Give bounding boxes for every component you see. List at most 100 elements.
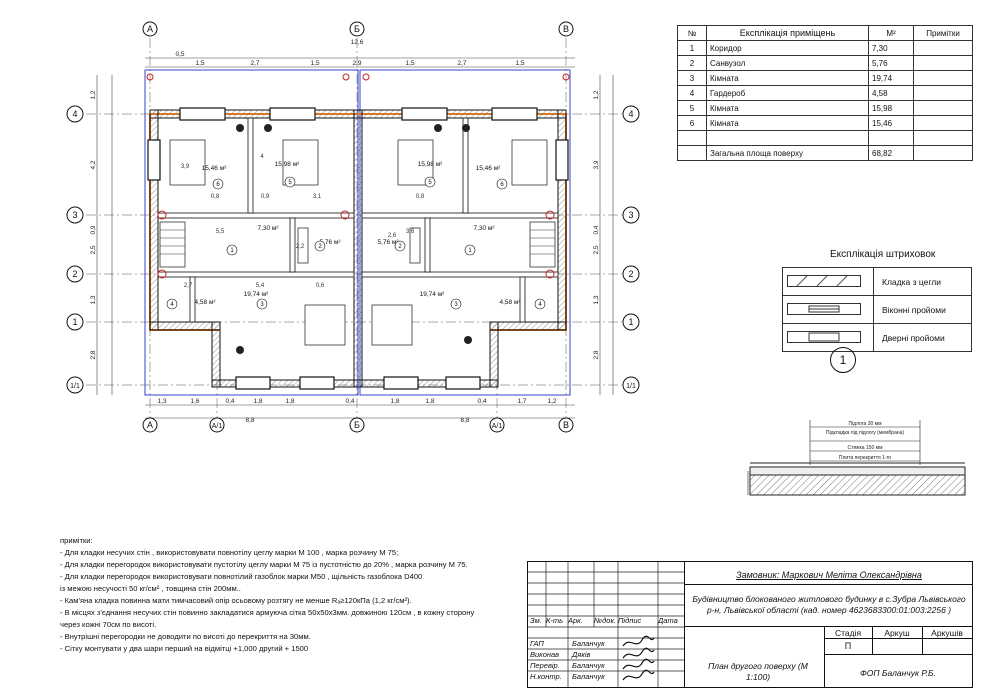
room-number: 3 — [454, 302, 458, 308]
section-layer-1: Підлога 30 мм — [848, 421, 882, 427]
room-area: 15,98 м² — [418, 161, 444, 168]
row-name: Кімната — [706, 115, 869, 131]
rooms-col-no: № — [677, 25, 707, 41]
role-norm: Н.контр. — [530, 672, 562, 681]
company-name: ФОП Баланчук Р.Б. — [860, 668, 936, 678]
floor-section-detail: Підлога 30 мм Підкладка під підлогу (мем… — [747, 420, 966, 496]
room-area: 4,58 м² — [194, 299, 216, 306]
dim-bot1: 0,4 — [345, 398, 354, 405]
room-number: 5 — [288, 180, 292, 186]
rev-col-doc: №док. — [594, 616, 617, 625]
axis-left-2: 3 — [72, 210, 77, 220]
axis-bottom-1: А — [147, 420, 153, 430]
dim-bot1: 0,4 — [225, 398, 234, 405]
dim-right: 2,5 — [593, 245, 600, 254]
room-number: 2 — [398, 244, 402, 250]
axis-bottom-4: А/1 — [492, 423, 503, 430]
axis-right-2: 3 — [628, 210, 633, 220]
dim-bot1: 0,4 — [477, 398, 486, 405]
room-number: 1 — [468, 248, 472, 254]
inner-dim: 3,1 — [313, 194, 322, 200]
hatch-label-brick: Кладка з цегли — [873, 267, 972, 296]
axis-right-5: 1/1 — [626, 383, 636, 390]
axis-top-b: Б — [354, 24, 360, 34]
axis-left-5: 1/1 — [70, 383, 80, 390]
note-line: - В місцях з'єднання несучих стін повинн… — [60, 608, 475, 617]
person-gap: Баланчук — [572, 639, 605, 648]
room-number: 5 — [428, 180, 432, 186]
dim-right: 3,9 — [593, 160, 600, 169]
room-area: 19,74 м² — [420, 291, 446, 298]
dim-left: 1,2 — [90, 90, 97, 99]
axis-top-a: А — [147, 24, 153, 34]
person-check: Баланчук — [572, 661, 605, 670]
rev-col-ark: Арк. — [568, 616, 583, 625]
room-number: 3 — [260, 302, 264, 308]
hatch-label-door: Дверні пройоми — [873, 323, 972, 352]
table-total-row: Загальна площа поверху 68,82 — [677, 145, 973, 161]
stage-header: Стадія — [834, 628, 862, 638]
sheets-header: Аркушів — [931, 628, 963, 638]
room-number: 2 — [318, 244, 322, 250]
inner-dim: 0,8 — [416, 194, 425, 200]
row-area: 19,74 — [868, 70, 914, 86]
note-line: - Для кладки перегородок використовувати… — [60, 572, 423, 581]
note-line: - Кам'яна кладка повинна мати тимчасовий… — [60, 596, 412, 605]
dim-left: 4,2 — [90, 160, 97, 169]
inner-dim: 2,2 — [296, 244, 305, 250]
row-name: Кімната — [706, 70, 869, 86]
dim-bot1: 1,8 — [253, 398, 262, 405]
stage-value: П — [844, 641, 852, 651]
brick-hatch-icon — [787, 274, 861, 287]
window-hatch-icon — [787, 302, 861, 315]
table-row: 4 Гардероб 4,58 — [677, 85, 973, 101]
role-check: Перевір. — [530, 661, 560, 670]
note-line: - Сітку монтувати у два шари перший на в… — [60, 644, 309, 653]
note-line: із межою несучості 50 кг/см² , товщина с… — [60, 584, 241, 593]
section-layer-4: Плита перекриття 1-го — [839, 455, 891, 461]
row-area: 4,58 — [868, 85, 914, 101]
axis-right-4: 1 — [628, 317, 633, 327]
dim-top1-a: 0,5 — [175, 51, 184, 58]
dim-top2: 1,5 — [405, 60, 414, 67]
rooms-table: № Експлікація приміщень М² Примітки 1 Ко… — [677, 25, 973, 161]
dim-left: 2,8 — [90, 350, 97, 359]
axis-bottom-5: В — [563, 420, 569, 430]
stamp-grid — [528, 562, 684, 687]
rooms-col-area: М² — [868, 25, 914, 41]
dim-top2: 2,7 — [250, 60, 259, 67]
hatch-legend-title: Експлікація штриховок — [830, 249, 936, 260]
dim-right: 2,8 — [593, 350, 600, 359]
role-gap: ГАП — [530, 639, 544, 648]
inner-dim: 2,7 — [184, 283, 193, 289]
axis-right-3: 2 — [628, 269, 633, 279]
room-area: 7,30 м² — [473, 225, 495, 232]
room-area: 5,76 м² — [319, 239, 341, 246]
room-area: 19,74 м² — [244, 291, 270, 298]
room-number: 6 — [216, 182, 220, 188]
room-number: 6 — [500, 182, 504, 188]
row-name: Коридор — [706, 40, 869, 56]
room-number: 4 — [170, 302, 174, 308]
inner-dim: 0,6 — [316, 283, 325, 289]
sheet-title: План другого поверху (М 1:100) — [708, 661, 808, 682]
dim-bot1: 1,6 — [190, 398, 199, 405]
role-author: Виконав — [530, 650, 560, 659]
dim-top1-b: 12,6 — [351, 39, 364, 46]
dim-top2: 1,5 — [515, 60, 524, 67]
note-line: - Для кладки перегородок використовувати… — [60, 560, 468, 569]
floor-plan-drawing: А Б В А А/1 Б А/1 В 4 3 2 1 1/1 4 3 2 1 … — [66, 21, 640, 433]
hatch-legend-table: Кладка з цегли Віконні пройоми Дверні пр… — [782, 267, 972, 352]
inner-dim: 3,9 — [181, 164, 190, 170]
axis-left-1: 4 — [72, 109, 77, 119]
table-row: 3 Кімната 19,74 — [677, 70, 973, 86]
row-area: 5,76 — [868, 55, 914, 71]
inner-dim: 0,9 — [261, 194, 270, 200]
customer-label: Замовник: — [736, 570, 780, 580]
axis-bottom-2: А/1 — [212, 423, 223, 430]
row-no: 4 — [677, 85, 707, 101]
dim-right: 0,4 — [593, 225, 600, 234]
row-no: 1 — [677, 40, 707, 56]
table-row: 5 Кімната 15,98 — [677, 100, 973, 116]
total-label: Загальна площа поверху — [706, 145, 869, 161]
